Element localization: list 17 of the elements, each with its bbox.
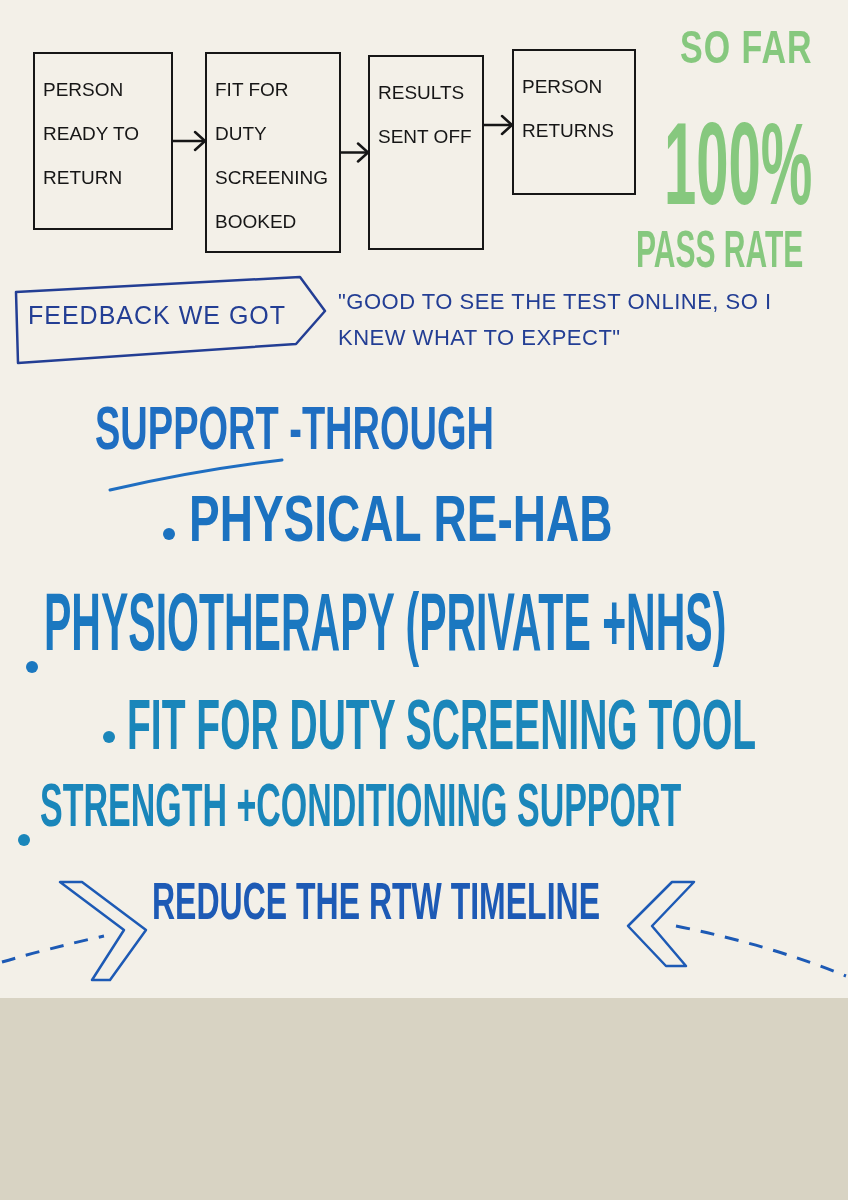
bullet-text: PHYSICAL RE-HAB	[189, 486, 613, 551]
banner-text: REDUCE THE RTW TIMELINE	[152, 876, 600, 928]
process-box: RESULTS SENT OFF	[368, 55, 484, 250]
process-box: PERSON RETURNS	[512, 49, 636, 195]
percentage-figure: 100%	[664, 106, 813, 222]
arrow-shaped-box: FEEDBACK WE GOT	[14, 274, 328, 366]
arrow	[171, 130, 207, 152]
bullet-text: STRENGTH +CONDITIONING SUPPORT	[40, 774, 682, 836]
quote-text: "GOOD TO SEE THE TEST ONLINE, SO I KNEW WHAT TO EXPECT"	[338, 288, 773, 352]
process-box: FIT FOR DUTY SCREENING BOOKED	[205, 52, 341, 253]
stat-text: PASS RATE	[636, 224, 804, 275]
arrow	[339, 142, 370, 163]
heading: SUPPORT -THROUGH	[95, 398, 494, 459]
process-box: PERSON READY TO RETURN	[33, 52, 173, 230]
bullet-text: FIT FOR DUTY SCREENING TOOL	[127, 690, 757, 761]
arrow	[482, 114, 514, 136]
stat-text: SO FAR	[680, 24, 813, 70]
